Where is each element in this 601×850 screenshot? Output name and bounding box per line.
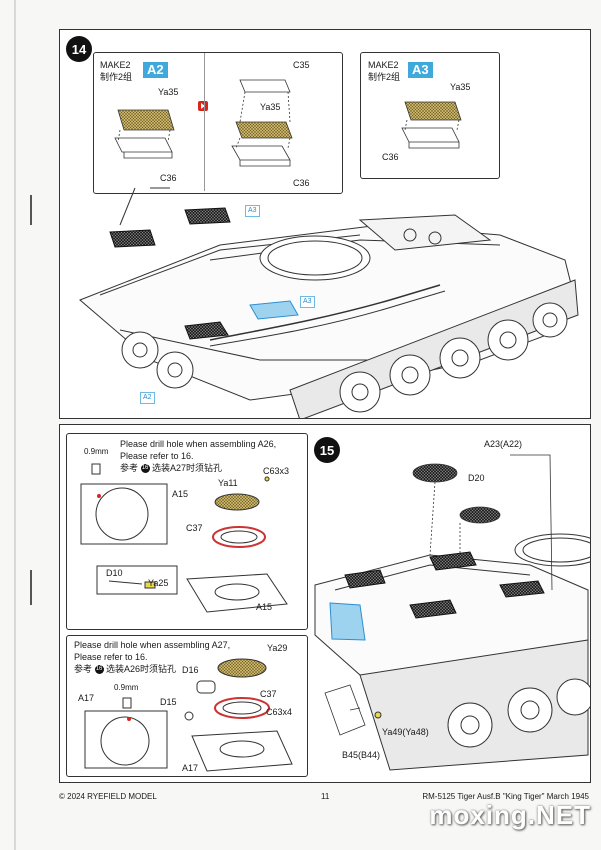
part-label-ya35: Ya35 bbox=[158, 87, 179, 97]
part-label-ya49: Ya49(Ya48) bbox=[382, 727, 429, 737]
callout-a3 bbox=[360, 52, 500, 179]
drill-note-en: Please drill hole when assembling A27, P… bbox=[74, 640, 231, 662]
part-label-b45: B45(B44) bbox=[342, 750, 381, 760]
part-label-a15: A15 bbox=[172, 489, 189, 499]
detail-a27-drawing bbox=[84, 658, 293, 772]
step-14-panel: 14 MAKE2 制作2组 A2 Ya35 C36 C35 Ya35 C36 M… bbox=[59, 29, 591, 419]
part-group-tag-a2: A2 bbox=[143, 62, 168, 78]
step-ref-badge: 16 bbox=[94, 665, 104, 675]
step-number-badge: 15 bbox=[314, 437, 340, 463]
drill-note: Please drill hole when assembling A26, P… bbox=[120, 438, 290, 474]
part-label-ya35: Ya35 bbox=[450, 82, 471, 92]
make-label-cn: 制作2组 bbox=[368, 72, 401, 82]
binding-mark bbox=[30, 570, 32, 605]
detail-a26-box bbox=[66, 433, 308, 630]
callout-a2-parts bbox=[114, 79, 293, 167]
make-label-cn: 制作2组 bbox=[100, 72, 133, 82]
drill-note-en: Please drill hole when assembling A26, P… bbox=[120, 439, 277, 461]
step-14-drawing bbox=[79, 79, 579, 418]
drill-size-label: 0.9mm bbox=[114, 683, 139, 692]
part-label-c63: C63x3 bbox=[263, 466, 290, 476]
part-label-c63: C63x4 bbox=[266, 707, 293, 717]
drill-note-cn: 选装A27时须钻孔 bbox=[152, 463, 223, 473]
make-label: MAKE2 bbox=[368, 60, 399, 70]
position-tag-a3: A3 bbox=[300, 296, 315, 308]
detail-a26-drawing bbox=[80, 463, 288, 613]
step-15-panel: 15 Please drill hole when assembling A26… bbox=[59, 424, 591, 783]
step-15-drawing bbox=[314, 454, 590, 771]
part-label-d10: D10 bbox=[106, 568, 123, 578]
position-tag-a2: A2 bbox=[140, 392, 155, 404]
step-number-badge: 14 bbox=[66, 36, 92, 62]
part-label-a23: A23(A22) bbox=[484, 439, 523, 449]
part-label-a15: A15 bbox=[256, 602, 273, 612]
make-label: MAKE2 bbox=[100, 60, 131, 70]
part-label-c36: C36 bbox=[382, 152, 399, 162]
watermark: moxing.NET bbox=[429, 800, 591, 830]
hull-rear-drawing bbox=[314, 533, 590, 771]
part-label-ya11: Ya11 bbox=[218, 478, 238, 488]
drill-size-label: 0.9mm bbox=[84, 447, 109, 456]
drill-note: Please drill hole when assembling A27, P… bbox=[74, 639, 244, 675]
part-label-ya25: Ya25 bbox=[148, 578, 169, 588]
part-label-c36: C36 bbox=[160, 173, 177, 183]
page-edge bbox=[14, 0, 16, 850]
drill-note-cn: 选装A26时须钻孔 bbox=[106, 664, 177, 674]
footer-product: RM-5125 Tiger Ausf.B "King Tiger" March … bbox=[422, 792, 589, 801]
page-number: 11 bbox=[321, 792, 330, 801]
part-label-c37: C37 bbox=[186, 523, 203, 533]
part-label-d15: D15 bbox=[160, 697, 177, 707]
drill-note-cn-prefix: 参考 bbox=[74, 664, 93, 674]
track-drawing bbox=[121, 279, 579, 418]
drill-note-cn-prefix: 参考 bbox=[120, 463, 139, 473]
part-label-ya35: Ya35 bbox=[260, 102, 281, 112]
part-label-c36: C36 bbox=[293, 178, 310, 188]
part-label-d16: D16 bbox=[182, 665, 199, 675]
part-label-c35: C35 bbox=[293, 60, 310, 70]
detail-a27-box bbox=[66, 635, 308, 777]
part-label-d20: D20 bbox=[468, 473, 485, 483]
callout-a3-parts bbox=[401, 101, 462, 149]
part-label-ya29: Ya29 bbox=[267, 643, 288, 653]
step-ref-badge: 16 bbox=[140, 464, 150, 474]
part-label-a17: A17 bbox=[182, 763, 199, 773]
binding-mark bbox=[30, 195, 32, 225]
position-tag-a3: A3 bbox=[245, 205, 260, 217]
part-label-a17: A17 bbox=[78, 693, 95, 703]
part-label-c37: C37 bbox=[260, 689, 277, 699]
installed-grilles bbox=[109, 207, 299, 340]
rear-grilles bbox=[329, 551, 545, 641]
callout-a2 bbox=[93, 52, 343, 194]
part-group-tag-a3: A3 bbox=[408, 62, 433, 78]
footer-copyright: © 2024 RYEFIELD MODEL bbox=[59, 792, 157, 801]
